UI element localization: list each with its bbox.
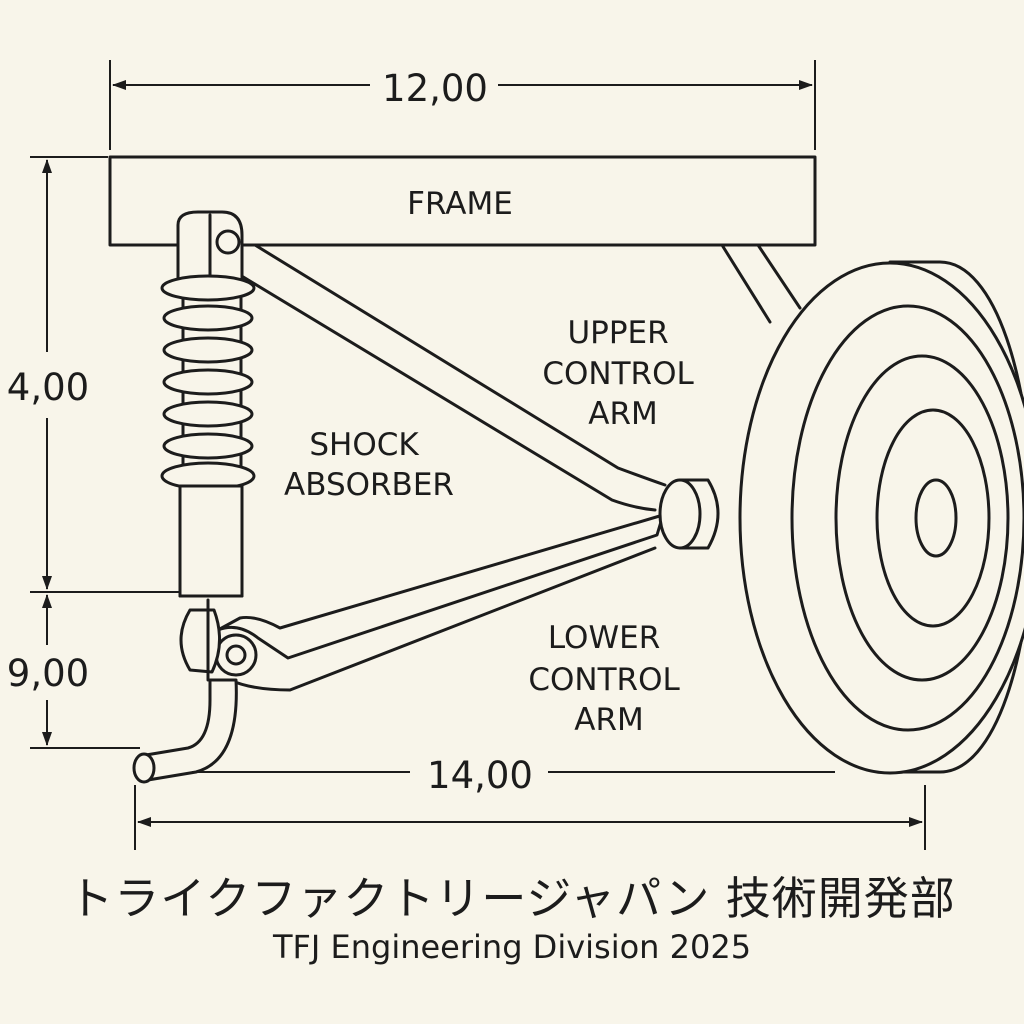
left-lower-dimension-label: 9,00 bbox=[7, 652, 89, 695]
coil-spring bbox=[160, 274, 256, 491]
ball-joint bbox=[658, 478, 720, 550]
frame-label: FRAME bbox=[407, 186, 513, 222]
upper-control-arm bbox=[238, 243, 667, 512]
bottom-dimension-text: 14,00 bbox=[427, 754, 533, 797]
bottom-dimension: 14,00 bbox=[134, 754, 926, 850]
upper-control-arm-label: UPPER CONTROL ARM bbox=[542, 315, 703, 432]
left-upper-dimension-label: 4,00 bbox=[7, 366, 89, 409]
shock-absorber-label: SHOCK ABSORBER bbox=[284, 427, 454, 503]
footer-japanese: トライクファクトリージャパン 技術開発部 bbox=[68, 872, 956, 925]
top-dimension-label: 12,00 bbox=[382, 67, 488, 110]
frame-strut bbox=[720, 243, 802, 324]
left-dimensions: 4,00 9,00 bbox=[7, 156, 180, 749]
top-dimension: 12,00 bbox=[109, 60, 816, 150]
footer-english: TFJ Engineering Division 2025 bbox=[272, 928, 752, 966]
spindle bbox=[132, 678, 238, 784]
shock-absorber bbox=[160, 210, 256, 682]
lower-control-arm-label: LOWER CONTROL ARM bbox=[528, 620, 689, 738]
wheel bbox=[738, 260, 1024, 775]
